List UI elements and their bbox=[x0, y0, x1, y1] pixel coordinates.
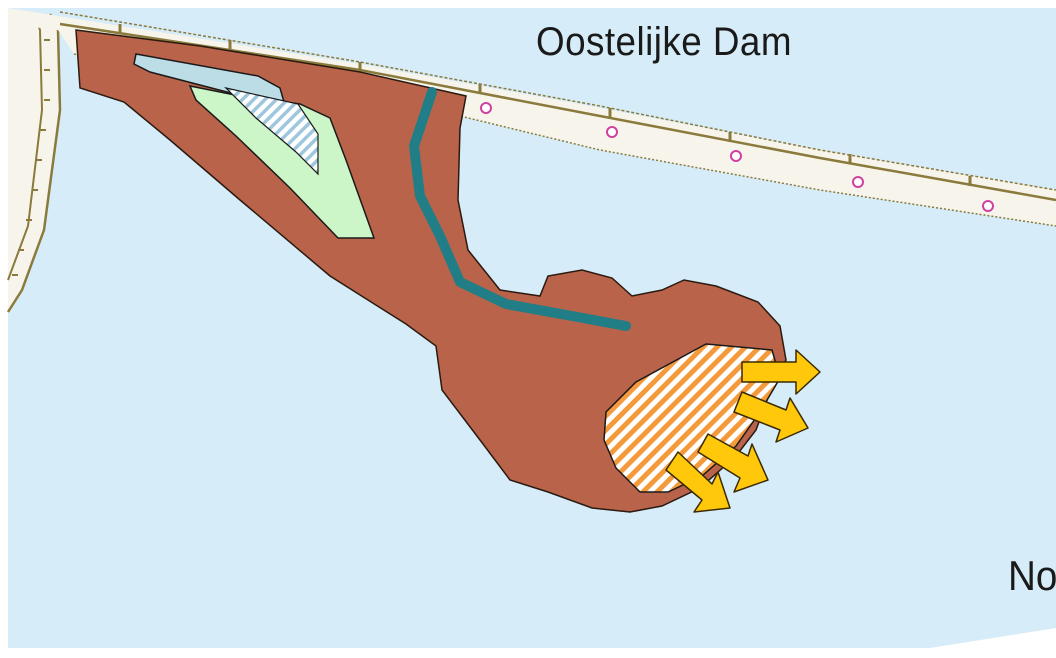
map-frame-left bbox=[0, 0, 8, 658]
shoreline-bottom-right bbox=[930, 628, 1056, 648]
channel-line bbox=[409, 87, 631, 331]
place-label-oostelijke-dam: Oostelijke Dam bbox=[536, 20, 792, 64]
marker-icon bbox=[480, 102, 994, 212]
arrow-right-icon bbox=[665, 349, 821, 513]
marsh-hatched-area bbox=[224, 86, 319, 176]
map-frame-top bbox=[0, 0, 1056, 8]
place-label-partial: No bbox=[1008, 552, 1056, 599]
map-frame-bottom bbox=[0, 648, 1056, 658]
